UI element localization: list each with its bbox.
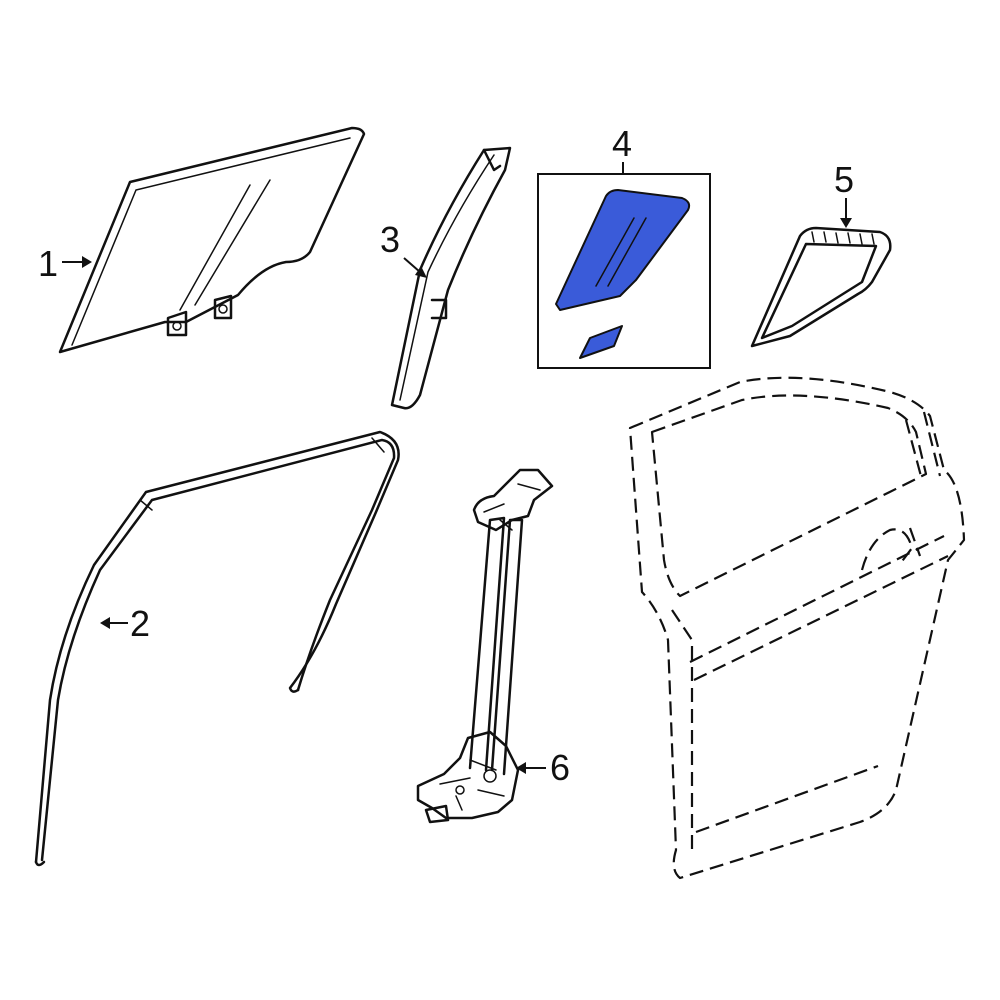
- leader-3: [403, 257, 421, 273]
- arrowhead-2: [100, 617, 110, 629]
- arrowhead-6: [516, 762, 526, 774]
- callout-1: 1: [38, 243, 58, 284]
- part-3-channel-guide[interactable]: [390, 146, 512, 410]
- quarter-glass-piece[interactable]: [579, 325, 623, 359]
- arrowhead-5: [840, 218, 852, 228]
- part-4-quarter-glass[interactable]: [555, 189, 691, 359]
- part-5-quarter-seal[interactable]: [750, 226, 892, 348]
- callout-6: 6: [550, 747, 570, 788]
- part-2-run-channel[interactable]: [34, 430, 400, 867]
- arrowhead-3: [415, 266, 427, 278]
- callout-4: 4: [612, 123, 632, 164]
- arrowhead-1: [82, 256, 92, 268]
- rear-door-outline: [628, 376, 966, 880]
- callout-3: 3: [380, 219, 400, 260]
- callout-5: 5: [834, 159, 854, 200]
- part-1-door-glass[interactable]: [58, 126, 366, 354]
- quarter-glass-main[interactable]: [555, 189, 691, 311]
- callout-2: 2: [130, 603, 150, 644]
- part-6-window-regulator[interactable]: [416, 468, 554, 824]
